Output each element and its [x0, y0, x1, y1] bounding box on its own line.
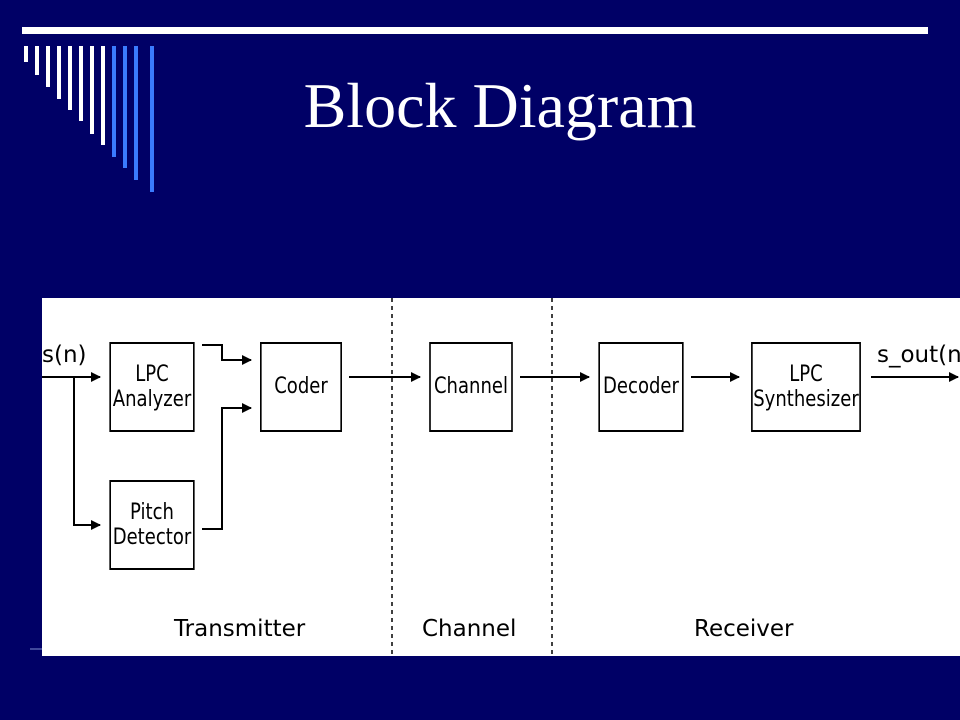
channel-block: Channel [429, 342, 513, 432]
top-accent-bar [22, 27, 928, 34]
coder-label: Coder [274, 374, 328, 400]
pitch-detector-label: Pitch Detector [112, 499, 192, 550]
decoder-block: Decoder [598, 342, 684, 432]
corner-stripes [24, 46, 154, 192]
arrow-pitch-to-coder [202, 403, 252, 530]
section-label-receiver: Receiver [694, 616, 794, 642]
arrow-analyzer-to-coder [202, 344, 252, 365]
section-label-transmitter: Transmitter [174, 616, 306, 642]
input-signal-label: s(n) [42, 342, 87, 368]
lpc-synthesizer-label: LPC Synthesizer [753, 361, 859, 412]
lpc-analyzer-label: LPC Analyzer [112, 361, 192, 412]
arrow-input-to-pitch [73, 377, 101, 530]
output-signal-label: s_out(n) [877, 342, 960, 368]
block-diagram: s(n) s_out(n) LPC Analyzer Pitch Detecto… [42, 298, 960, 656]
lpc-analyzer-block: LPC Analyzer [109, 342, 195, 432]
lpc-synthesizer-block: LPC Synthesizer [751, 342, 861, 432]
decoder-label: Decoder [603, 374, 679, 400]
diagram-wiring [42, 298, 959, 656]
slide-title: Block Diagram [303, 70, 697, 141]
section-label-channel: Channel [422, 616, 517, 642]
pitch-detector-block: Pitch Detector [109, 480, 195, 570]
coder-block: Coder [260, 342, 342, 432]
channel-label: Channel [433, 374, 509, 400]
